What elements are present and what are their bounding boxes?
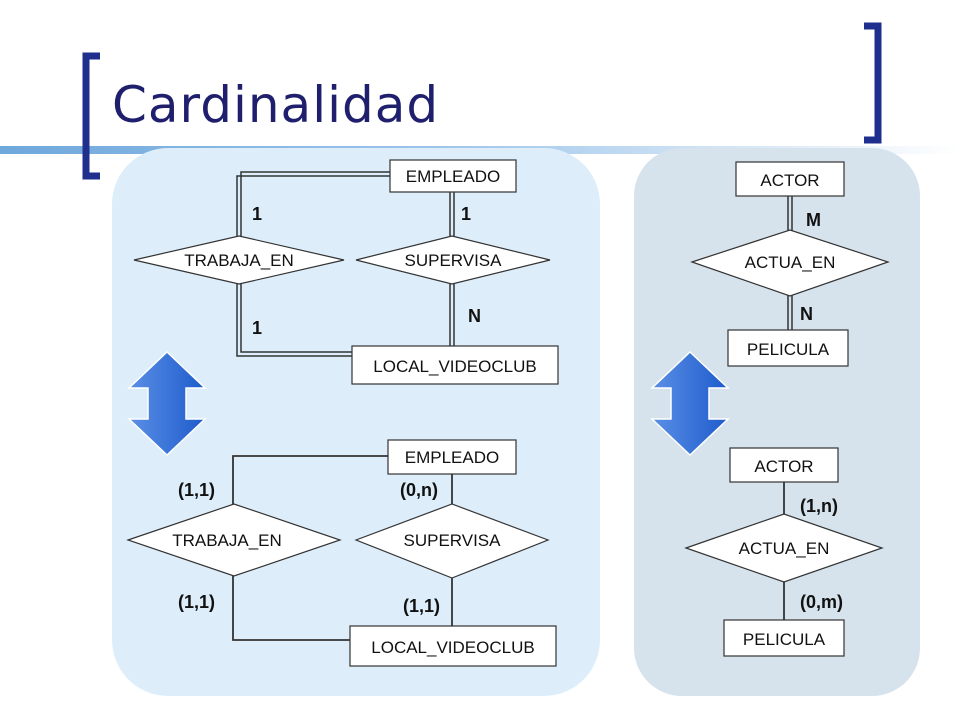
relationship-trabaja-en: TRABAJA_EN — [133, 235, 345, 285]
left-top-diagram: EMPLEADO TRABAJA_EN SUPERVISA LOCAL_VIDE… — [133, 159, 559, 385]
cardinality-label: (0,n) — [400, 480, 438, 500]
entity-local-videoclub: LOCAL_VIDEOCLUB — [349, 625, 557, 667]
svg-text:ACTOR: ACTOR — [760, 171, 819, 190]
entity-empleado: EMPLEADO — [389, 159, 517, 193]
relationship-supervisa: SUPERVISA — [355, 235, 551, 285]
entity-pelicula: PELICULA — [727, 329, 849, 367]
cardinality-label: 1 — [252, 318, 262, 338]
relationship-trabaja-en: TRABAJA_EN — [126, 503, 342, 577]
double-arrow-icon-right — [650, 350, 730, 457]
entity-actor: ACTOR — [735, 161, 845, 197]
svg-text:ACTOR: ACTOR — [754, 457, 813, 476]
svg-text:TRABAJA_EN: TRABAJA_EN — [172, 531, 282, 550]
cardinality-label: N — [800, 304, 813, 324]
svg-text:PELICULA: PELICULA — [747, 340, 830, 359]
cardinality-label: (1,1) — [403, 596, 440, 616]
right-bracket — [864, 22, 882, 144]
slide-title: Cardinalidad — [112, 76, 440, 134]
svg-text:SUPERVISA: SUPERVISA — [403, 531, 501, 550]
cardinality-label: (1,1) — [178, 592, 215, 612]
relationship-actua-en: ACTUA_EN — [690, 229, 890, 297]
cardinality-label: (1,1) — [178, 480, 215, 500]
relationship-actua-en: ACTUA_EN — [684, 513, 884, 583]
double-arrow-icon-left — [127, 350, 207, 457]
cardinality-label: M — [806, 210, 821, 230]
svg-text:EMPLEADO: EMPLEADO — [406, 167, 500, 186]
svg-text:PELICULA: PELICULA — [743, 630, 826, 649]
entity-pelicula: PELICULA — [723, 619, 845, 657]
svg-text:SUPERVISA: SUPERVISA — [404, 251, 502, 270]
entity-empleado: EMPLEADO — [387, 439, 517, 475]
svg-text:LOCAL_VIDEOCLUB: LOCAL_VIDEOCLUB — [373, 357, 536, 376]
entity-actor: ACTOR — [729, 447, 839, 483]
cardinality-label: 1 — [461, 204, 471, 224]
svg-text:EMPLEADO: EMPLEADO — [405, 448, 499, 467]
cardinality-label: (0,m) — [800, 592, 843, 612]
entity-local-videoclub: LOCAL_VIDEOCLUB — [351, 345, 559, 385]
svg-text:ACTUA_EN: ACTUA_EN — [739, 539, 830, 558]
svg-text:LOCAL_VIDEOCLUB: LOCAL_VIDEOCLUB — [371, 638, 534, 657]
svg-text:ACTUA_EN: ACTUA_EN — [745, 253, 836, 272]
cardinality-label: (1,n) — [800, 496, 838, 516]
right-top-diagram: ACTOR ACTUA_EN PELICULA M N — [690, 161, 890, 367]
svg-text:TRABAJA_EN: TRABAJA_EN — [184, 251, 294, 270]
cardinality-label: N — [468, 306, 481, 326]
relationship-supervisa: SUPERVISA — [354, 503, 550, 579]
left-bracket — [82, 52, 100, 180]
right-bottom-diagram: ACTOR ACTUA_EN PELICULA (1,n) (0,m) — [684, 447, 884, 657]
cardinality-label: 1 — [252, 204, 262, 224]
left-bottom-diagram: EMPLEADO TRABAJA_EN SUPERVISA LOCAL_VIDE… — [126, 439, 557, 667]
